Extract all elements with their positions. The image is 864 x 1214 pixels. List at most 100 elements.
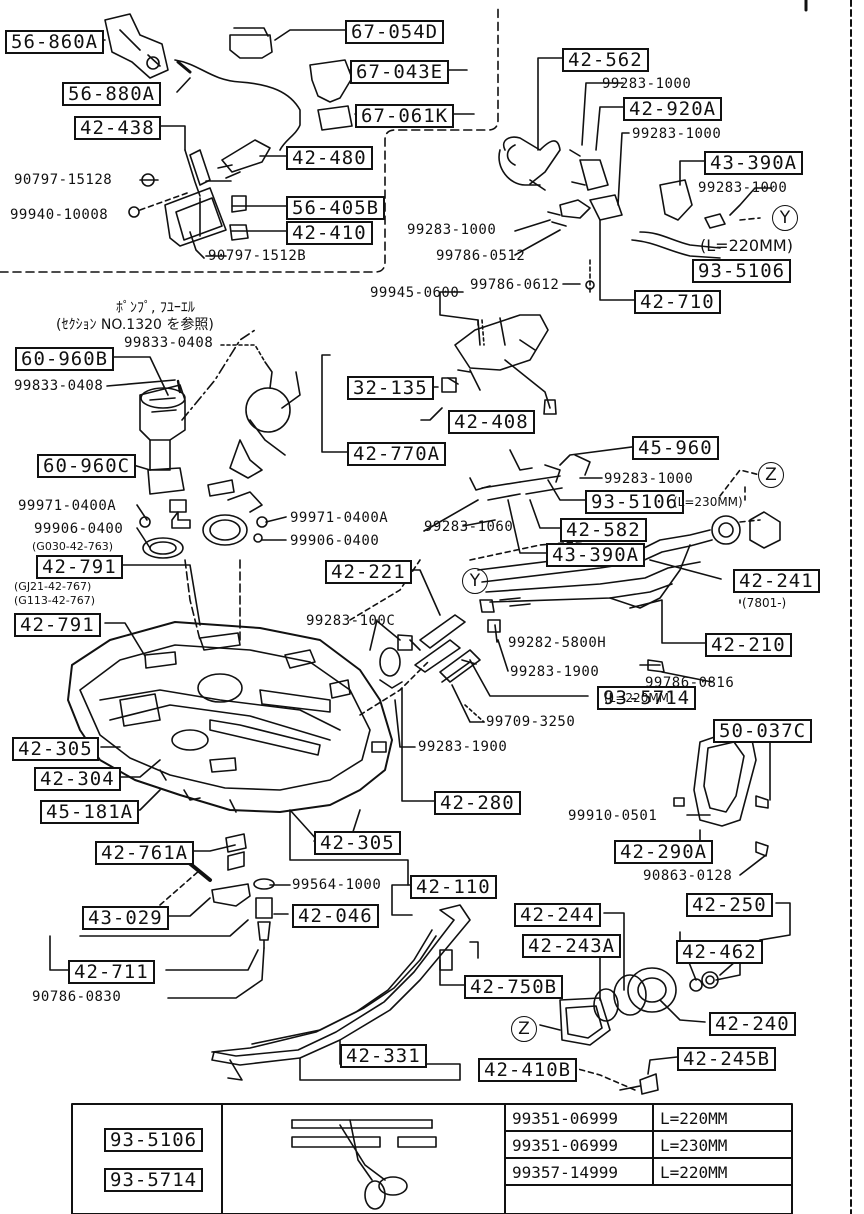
note-length-230: (L=230MM) — [673, 495, 743, 509]
callout-42-770A: 42-770A — [347, 442, 447, 466]
table-part-93-5714: 93-5714 — [104, 1168, 204, 1192]
label-99971-0400A-left: 99971-0400A — [18, 498, 117, 514]
ref-marker-z-bottom: Z — [511, 1016, 537, 1042]
table-row-1-code: 99351-06999 — [512, 1109, 618, 1128]
note-length-220-top: (L=220MM) — [700, 236, 793, 255]
callout-42-750B: 42-750B — [464, 975, 564, 999]
callout-43-390A-mid: 43-390A — [546, 543, 646, 567]
label-99910-0501: 99910-0501 — [568, 808, 658, 824]
label-99833-0408-b: 99833-0408 — [14, 378, 104, 394]
label-99971-0400A-right: 99971-0400A — [290, 510, 389, 526]
label-99906-0400-right: 99906-0400 — [290, 533, 380, 549]
callout-42-244: 42-244 — [514, 903, 601, 927]
callout-93-5106-mid: 93-5106 — [585, 490, 685, 514]
callout-45-960: 45-960 — [632, 436, 719, 460]
label-90863-0128: 90863-0128 — [643, 868, 733, 884]
table-part-93-5106: 93-5106 — [104, 1128, 204, 1152]
callout-42-110: 42-110 — [410, 875, 497, 899]
ref-marker-y-top: Y — [772, 205, 798, 231]
label-99786-0816: 99786-0816 — [645, 675, 735, 691]
note-length-220-mid: (L=220MM) — [604, 691, 674, 705]
label-99709-3250: 99709-3250 — [486, 714, 576, 730]
callout-42-210: 42-210 — [705, 633, 792, 657]
label-99906-0400-left: 99906-0400 — [34, 521, 124, 537]
callout-42-046: 42-046 — [292, 904, 379, 928]
label-99786-0612: 99786-0612 — [470, 277, 560, 293]
label-99283-1000-e: 99283-1000 — [604, 471, 694, 487]
callout-32-135: 32-135 — [347, 376, 434, 400]
callout-56-860A: 56-860A — [5, 30, 105, 54]
label-90786-0830: 90786-0830 — [32, 989, 122, 1005]
label-99283-1060: 99283-1060 — [424, 519, 514, 535]
table-row-3-code: 99357-14999 — [512, 1163, 618, 1182]
callout-42-711: 42-711 — [68, 960, 155, 984]
callout-42-305-center: 42-305 — [314, 831, 401, 855]
note-g030: (G030-42-763) — [32, 540, 114, 553]
note-gj21: (GJ21-42-767) — [14, 580, 92, 593]
callout-45-181A: 45-181A — [40, 800, 140, 824]
label-99283-1000-c: 99283-1000 — [698, 180, 788, 196]
callout-42-462: 42-462 — [676, 940, 763, 964]
callout-42-438: 42-438 — [74, 116, 161, 140]
callout-42-410B: 42-410B — [478, 1058, 578, 1082]
callout-42-582: 42-582 — [560, 518, 647, 542]
note-g113: (G113-42-767) — [14, 594, 96, 607]
callout-42-241: 42-241 — [733, 569, 820, 593]
callout-67-043E: 67-043E — [350, 60, 450, 84]
callout-42-331: 42-331 — [340, 1044, 427, 1068]
callout-42-305-left: 42-305 — [12, 737, 99, 761]
ref-marker-z-mid: Z — [758, 462, 784, 488]
table-row-2-code: 99351-06999 — [512, 1136, 618, 1155]
ref-marker-y-mid: Y — [462, 568, 488, 594]
callout-42-280: 42-280 — [434, 791, 521, 815]
callout-42-410: 42-410 — [286, 221, 373, 245]
label-99564-1000: 99564-1000 — [292, 877, 382, 893]
label-99283-1900-a: 99283-1900 — [510, 664, 600, 680]
callout-42-304: 42-304 — [34, 767, 121, 791]
callout-42-761A: 42-761A — [95, 841, 195, 865]
callout-42-240: 42-240 — [709, 1012, 796, 1036]
table-row-2-length: L=230MM — [660, 1136, 728, 1155]
label-99945-0600: 99945-0600 — [370, 285, 460, 301]
table-row-3-length: L=220MM — [660, 1163, 728, 1182]
callout-67-054D: 67-054D — [345, 20, 445, 44]
note-7801: (7801-) — [742, 596, 787, 610]
table-row-1-length: L=220MM — [660, 1109, 728, 1128]
callout-42-290A: 42-290A — [614, 840, 714, 864]
callout-93-5714: 93-5714 — [597, 686, 697, 710]
callout-42-408: 42-408 — [448, 410, 535, 434]
label-99833-0408-a: 99833-0408 — [124, 335, 214, 351]
label-99283-1000-a: 99283-1000 — [602, 76, 692, 92]
callout-60-960B: 60-960B — [15, 347, 115, 371]
callout-56-880A: 56-880A — [62, 82, 162, 106]
label-90797-15128: 90797-15128 — [14, 172, 113, 188]
callout-56-405B: 56-405B — [286, 196, 386, 220]
label-99786-0512: 99786-0512 — [436, 248, 526, 264]
label-99283-1900-b: 99283-1900 — [418, 739, 508, 755]
callout-67-061K: 67-061K — [355, 104, 455, 128]
label-99283-100C: 99283-100C — [306, 613, 396, 629]
callout-42-791-lower: 42-791 — [14, 613, 101, 637]
callout-43-029: 43-029 — [82, 906, 169, 930]
label-99283-1000-d: 99283-1000 — [407, 222, 497, 238]
callout-50-037C: 50-037C — [713, 719, 813, 743]
callout-42-920A: 42-920A — [623, 97, 723, 121]
note-section-ref: (ｾｸｼｮﾝ NO.1320 を参照) — [56, 317, 214, 333]
callout-42-710: 42-710 — [634, 290, 721, 314]
callout-42-250: 42-250 — [686, 893, 773, 917]
label-90797-1512B: 90797-1512B — [208, 248, 307, 264]
callout-42-243A: 42-243A — [522, 934, 622, 958]
callout-42-791-upper: 42-791 — [36, 555, 123, 579]
callout-43-390A: 43-390A — [704, 151, 804, 175]
callout-60-960C: 60-960C — [37, 454, 137, 478]
callout-42-221: 42-221 — [325, 560, 412, 584]
callout-42-480: 42-480 — [286, 146, 373, 170]
callout-42-562: 42-562 — [562, 48, 649, 72]
label-99940-10008: 99940-10008 — [10, 207, 109, 223]
callout-93-5106-top: 93-5106 — [692, 259, 792, 283]
label-99283-1000-b: 99283-1000 — [632, 126, 722, 142]
callout-42-245B: 42-245B — [677, 1047, 777, 1071]
label-99282-5800H: 99282-5800H — [508, 635, 607, 651]
